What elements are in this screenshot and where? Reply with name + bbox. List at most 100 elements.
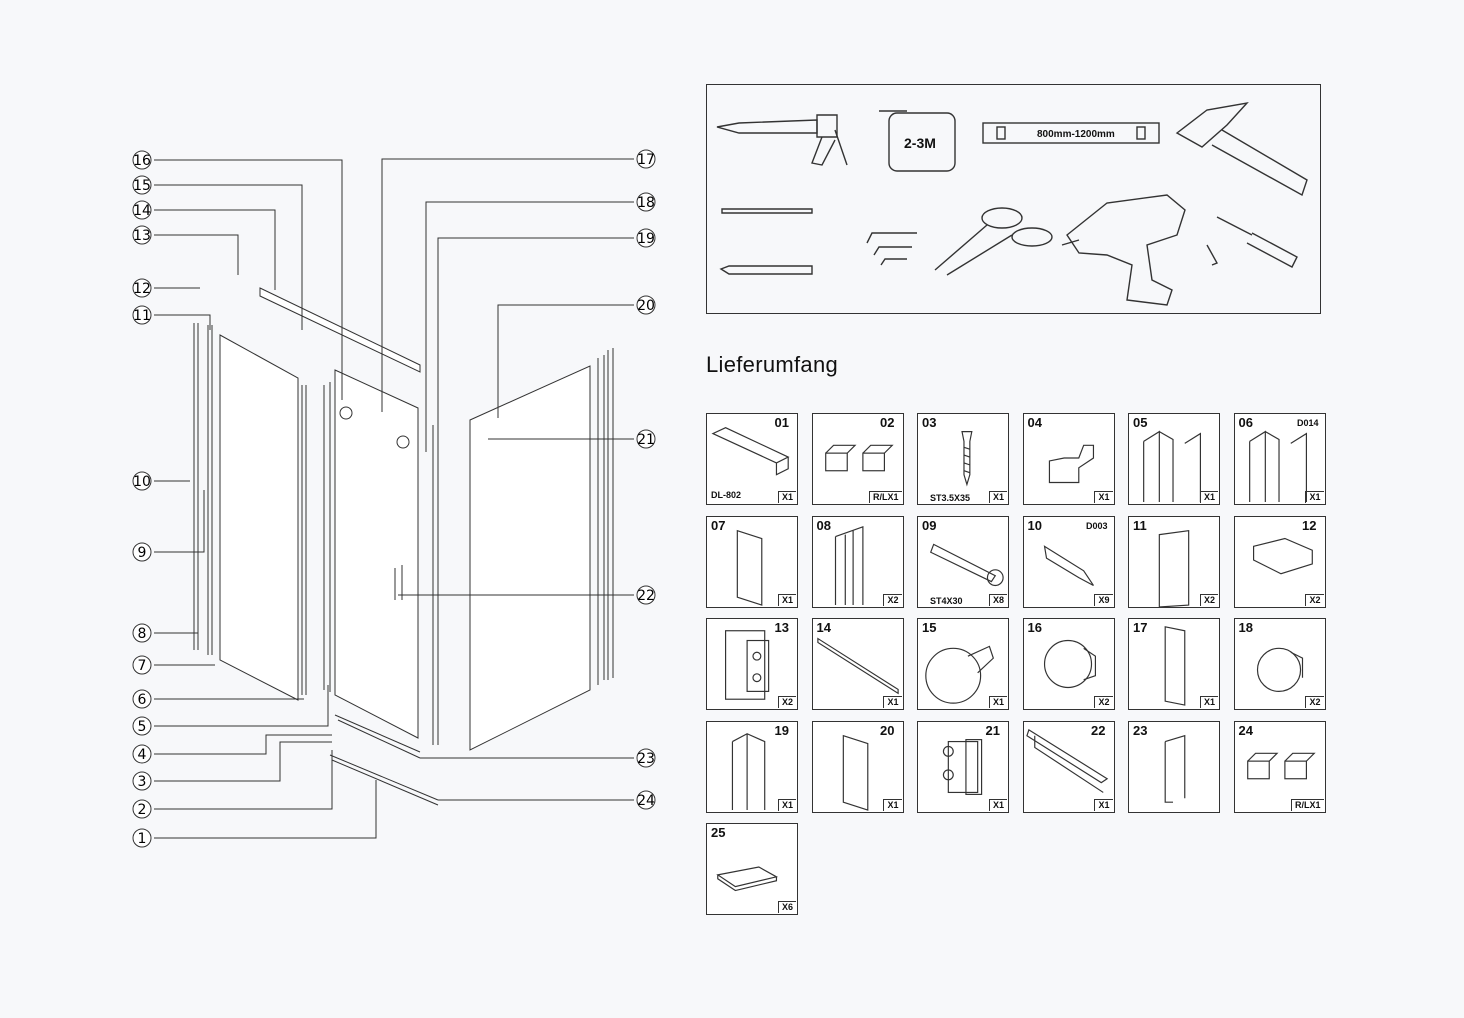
part-quantity: X9 xyxy=(1094,593,1113,606)
pencil-icon xyxy=(719,265,813,275)
svg-text:23: 23 xyxy=(637,751,655,767)
part-quantity: X2 xyxy=(883,593,902,606)
callout-16: 16 xyxy=(132,150,152,170)
callout-4: 4 xyxy=(132,744,152,764)
measuring-tape-icon xyxy=(879,110,956,172)
svg-text:3: 3 xyxy=(138,774,147,790)
callout-22: 22 xyxy=(636,585,656,605)
callout-2: 2 xyxy=(132,799,152,819)
part-number: 24 xyxy=(1238,722,1253,738)
callout-6: 6 xyxy=(132,689,152,709)
part-number: 02 xyxy=(880,415,895,430)
wall-profile-icon xyxy=(1248,430,1307,503)
magnet-profile-icon xyxy=(731,732,766,810)
level-label: 800mm-1200mm xyxy=(1037,129,1115,140)
pad-icon xyxy=(716,866,779,892)
svg-text:12: 12 xyxy=(133,281,151,297)
glass-panel-icon xyxy=(736,529,763,606)
part-quantity: X1 xyxy=(988,696,1007,708)
allen-keys-icon xyxy=(866,232,917,266)
clamp-block-icon xyxy=(725,630,770,700)
callout-19: 19 xyxy=(636,228,656,248)
svg-text:8: 8 xyxy=(138,626,147,642)
callout-14: 14 xyxy=(132,200,152,220)
svg-text:13: 13 xyxy=(133,228,151,244)
wall-plug-icon xyxy=(1043,544,1094,586)
required-tools-panel: 2-3M 800mm-1200mm xyxy=(706,84,1321,314)
svg-text:4: 4 xyxy=(138,747,147,763)
part-quantity: R/LX1 xyxy=(1290,798,1324,811)
section-title: Lieferumfang xyxy=(706,352,839,377)
svg-text:10: 10 xyxy=(133,474,151,490)
drill-bit-icon xyxy=(721,208,813,214)
part-quantity: X2 xyxy=(1305,593,1324,606)
bracket-icon xyxy=(1048,444,1094,484)
callout-1: 1 xyxy=(132,828,152,848)
hinge-icon xyxy=(942,738,983,795)
part-number: 17 xyxy=(1133,620,1148,635)
part-number: 16 xyxy=(1027,620,1042,635)
screw-icon xyxy=(961,431,973,487)
svg-text:24: 24 xyxy=(637,793,655,809)
callout-20: 20 xyxy=(636,295,656,315)
callout-23: 23 xyxy=(636,748,656,768)
part-number: 11 xyxy=(1133,517,1147,533)
part-number: 19 xyxy=(774,722,789,738)
part-quantity: X1 xyxy=(777,593,796,606)
svg-text:19: 19 xyxy=(637,231,655,247)
door-panel-icon xyxy=(1164,626,1186,706)
part-quantity: X1 xyxy=(883,696,902,708)
part-quantity: X1 xyxy=(1305,491,1324,503)
part-quantity: X1 xyxy=(988,491,1007,503)
seal-strip-icon xyxy=(1158,529,1190,607)
callout-17: 17 xyxy=(636,149,656,169)
svg-text:7: 7 xyxy=(138,658,147,674)
svg-text:2: 2 xyxy=(138,802,147,818)
bottom-rail-icon xyxy=(1025,728,1108,793)
channel-profile-icon xyxy=(834,525,863,605)
part-number: 01 xyxy=(774,415,789,430)
part-quantity: X1 xyxy=(777,491,796,503)
handle-icon xyxy=(1164,734,1186,803)
scissors-icon xyxy=(934,207,1053,276)
callout-12: 12 xyxy=(132,278,152,298)
part-number: 05 xyxy=(1133,415,1148,430)
part-quantity: X1 xyxy=(1199,696,1218,708)
screwdrivers-icon xyxy=(1206,216,1298,268)
knob-icon xyxy=(925,645,995,704)
callout-24: 24 xyxy=(636,790,656,810)
callout-15: 15 xyxy=(132,175,152,195)
part-quantity: X8 xyxy=(988,593,1007,606)
part-number: 10 xyxy=(1027,517,1042,533)
svg-text:17: 17 xyxy=(637,152,655,168)
svg-text:14: 14 xyxy=(133,203,151,219)
part-number: 22 xyxy=(1091,722,1106,738)
callout-13: 13 xyxy=(132,225,152,245)
svg-text:21: 21 xyxy=(637,432,655,448)
part-number: 09 xyxy=(922,517,937,533)
svg-text:18: 18 xyxy=(637,195,655,211)
callout-labels: 16 15 14 13 12 11 10 9 8 7 6 5 4 3 2 1 1… xyxy=(132,149,656,848)
hammer-icon xyxy=(1175,101,1308,197)
part-number: 15 xyxy=(922,620,937,635)
long-screw-icon xyxy=(929,543,1004,586)
part-quantity: X1 xyxy=(988,798,1007,811)
part-number: 21 xyxy=(985,722,1000,738)
part-quantity: X2 xyxy=(777,696,796,708)
part-quantity: X6 xyxy=(777,901,796,913)
part-number: 03 xyxy=(922,415,937,430)
